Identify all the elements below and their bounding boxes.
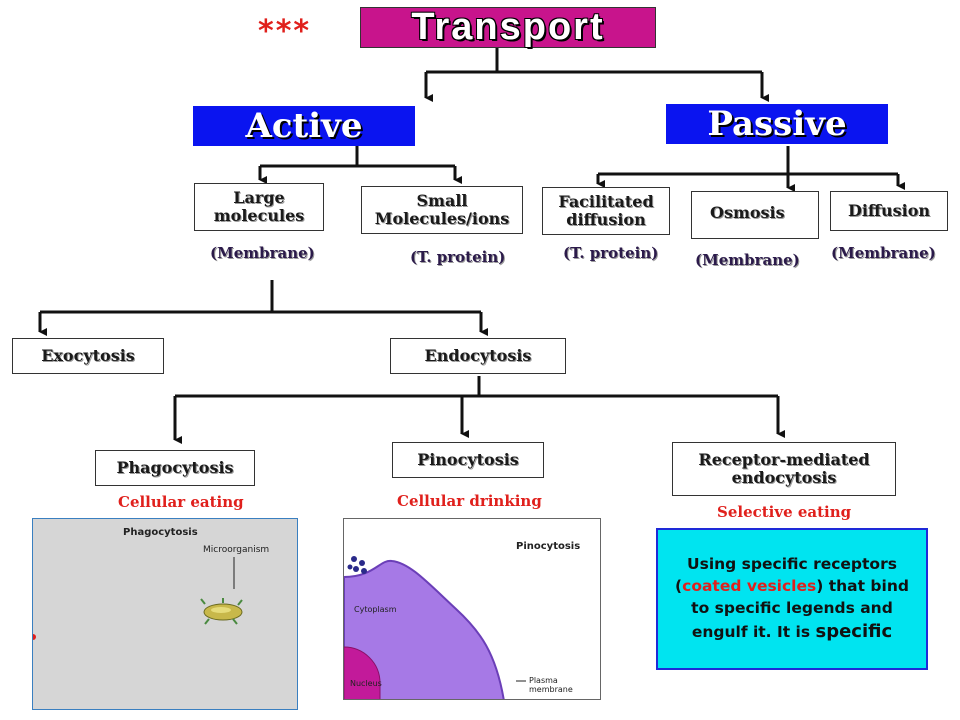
receptor-note-part1: Using specific receptors ( [675,555,897,596]
diffusion-label: Diffusion [847,201,931,221]
large-molecules-box: Large molecules [194,183,324,231]
small-molecules-box: Small Molecules/ions [361,186,523,234]
pinocytosis-drawing [344,556,526,699]
facilitated-diffusion-label: Facilitated diffusion [558,192,654,229]
small-molecules-label: Small Molecules/ions [374,191,510,228]
osmosis-box: Osmosis [691,191,819,239]
stars-marker: *** [258,14,312,49]
microorganism-label: Microorganism [203,545,270,555]
title-box: Transport [360,6,656,48]
pinocytosis-label: Pinocytosis [417,450,519,470]
large-molecules-label: Large molecules [213,188,305,225]
cytoplasm-label: Cytoplasm [354,605,397,614]
phagocytosis-image: Phagocytosis Microorganism [32,518,298,710]
endocytosis-box: Endocytosis [390,338,566,374]
pinocytosis-image-title: Pinocytosis [516,541,581,552]
endocytosis-label: Endocytosis [424,346,532,366]
receptor-mediated-label: Receptor-mediated endocytosis [698,450,870,487]
pinocytosis-box: Pinocytosis [392,442,544,478]
osmosis-label: Osmosis [710,203,785,222]
phagocytosis-box: Phagocytosis [95,450,255,486]
facilitated-diffusion-note: (T. protein) [563,244,659,262]
diffusion-note: (Membrane) [831,244,936,262]
receptor-note-highlight: coated vesicles [682,577,817,596]
microorganism-drawing [33,557,243,640]
diffusion-box: Diffusion [830,191,948,231]
small-molecules-note: (T. protein) [410,248,506,266]
facilitated-diffusion-box: Facilitated diffusion [542,187,670,235]
receptor-mediated-box: Receptor-mediated endocytosis [672,442,896,496]
active-label: Active [245,106,363,146]
receptor-note-box: Using specific receptors (coated vesicle… [656,528,928,670]
nucleus-label: Nucleus [350,679,382,688]
receptor-note-part3: specific [815,621,893,643]
exocytosis-box: Exocytosis [12,338,164,374]
receptor-mediated-desc: Selective eating [717,503,852,521]
receptor-note-part2: ) that bind to specific legends and engu… [691,577,909,642]
exocytosis-label: Exocytosis [41,346,135,366]
passive-box: Passive [666,104,888,144]
active-box: Active [193,106,415,146]
phagocytosis-image-title: Phagocytosis [123,527,198,538]
phagocytosis-desc: Cellular eating [118,493,244,511]
pinocytosis-image: Pinocytosis Cytoplasm Nucleus Plasma mem… [343,518,601,700]
passive-label: Passive [707,104,847,144]
receptor-note-text: Using specific receptors (coated vesicle… [668,553,916,645]
plasma-membrane-label: Plasma membrane [529,676,573,694]
large-molecules-note: (Membrane) [210,244,315,262]
osmosis-note: (Membrane) [695,251,800,269]
phagocytosis-label: Phagocytosis [116,458,234,478]
page-title: Transport [411,6,605,48]
pinocytosis-desc: Cellular drinking [397,492,542,510]
